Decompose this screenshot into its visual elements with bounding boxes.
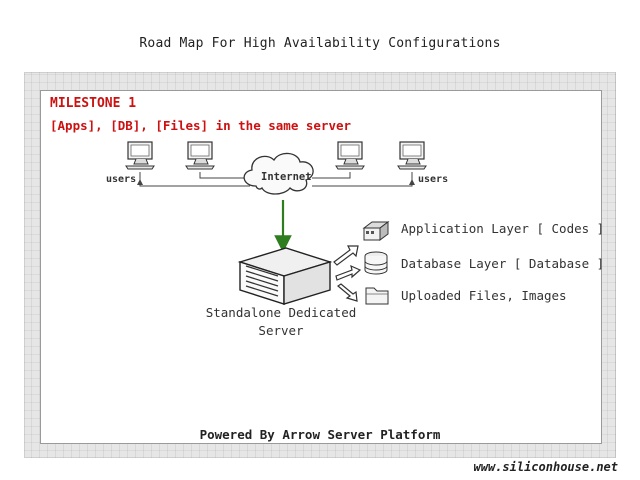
- website-link[interactable]: www.siliconhouse.net: [473, 460, 619, 474]
- layer-arrows: [333, 245, 362, 302]
- folder-icon: [365, 287, 389, 305]
- server-label-line2: Server: [258, 323, 304, 338]
- database-layer-label: Database Layer [ Database ]: [401, 256, 605, 271]
- computer-icon: [185, 141, 215, 170]
- cloud-icon: [243, 152, 314, 195]
- computer-icon: [397, 141, 427, 170]
- milestone-heading: MILESTONE 1: [50, 96, 137, 111]
- server-icon: [237, 247, 333, 305]
- computer-icon: [335, 141, 365, 170]
- milestone-subtitle: [Apps], [DB], [Files] in the same server: [50, 118, 352, 133]
- network-connections: [137, 172, 415, 187]
- server-label-line1: Standalone Dedicated: [205, 305, 357, 320]
- internet-label: Internet: [261, 171, 312, 183]
- computer-icon: [125, 141, 155, 170]
- users-label-left: users: [106, 174, 137, 185]
- users-label-right: users: [418, 174, 449, 185]
- page-title: Road Map For High Availability Configura…: [139, 36, 501, 51]
- files-layer-label: Uploaded Files, Images: [401, 288, 567, 303]
- footer-text: Powered By Arrow Server Platform: [199, 427, 441, 442]
- server-label: Standalone Dedicated Server: [196, 304, 366, 340]
- application-layer-label: Application Layer [ Codes ]: [401, 221, 605, 236]
- application-icon: [362, 221, 390, 241]
- database-icon: [364, 251, 388, 275]
